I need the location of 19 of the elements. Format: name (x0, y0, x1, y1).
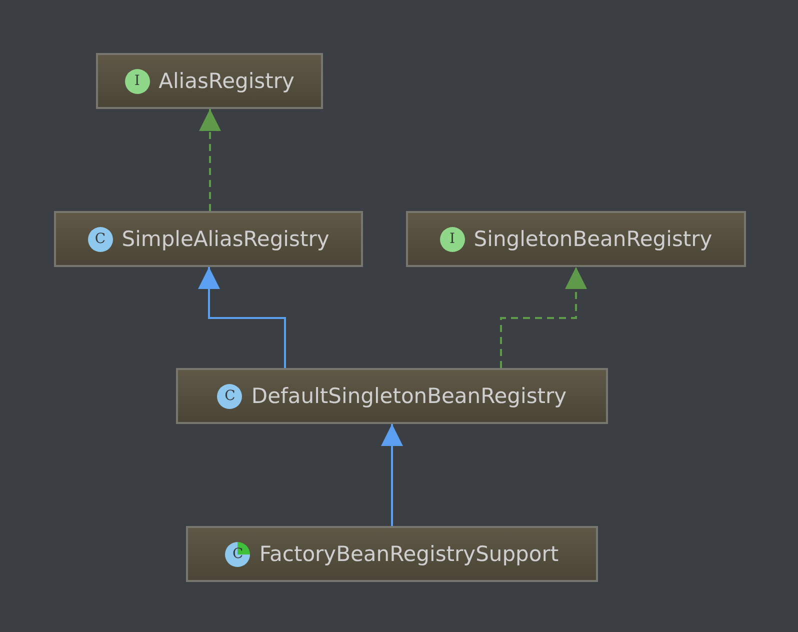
inheritance-arrow (198, 267, 286, 368)
class-name: SingletonBeanRegistry (474, 227, 712, 251)
class-icon: C (88, 226, 113, 252)
class-icon: C (217, 384, 242, 408)
class-name: AliasRegistry (158, 69, 294, 93)
class-box (54, 211, 363, 267)
class-name: FactoryBeanRegistrySupport (259, 542, 559, 566)
inheritance-arrow (381, 424, 403, 526)
inheritance-arrow (500, 267, 587, 368)
interface-icon: I (440, 226, 465, 252)
class-name: SimpleAliasRegistry (122, 227, 330, 251)
class-box (406, 211, 746, 267)
class-box (176, 368, 608, 424)
interface-icon: I (124, 68, 150, 94)
abstract-class-icon: C (225, 542, 250, 566)
class-box (96, 53, 323, 109)
class-box (186, 526, 598, 582)
class-name: DefaultSingletonBeanRegistry (251, 384, 567, 408)
inheritance-arrow (199, 109, 221, 211)
